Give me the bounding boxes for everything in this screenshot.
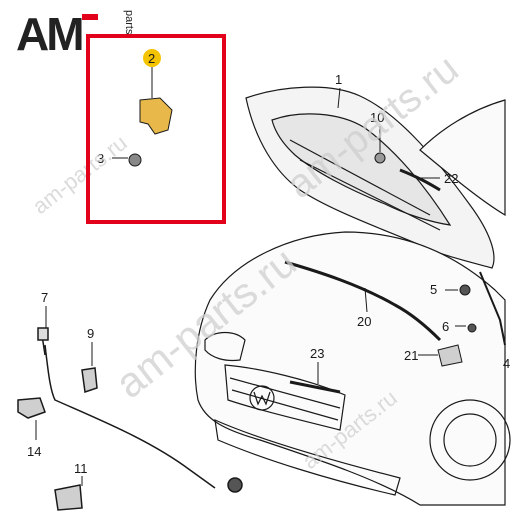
grommet-bottom xyxy=(227,477,243,493)
callout-10: 10 xyxy=(370,110,384,125)
callout-9: 9 xyxy=(87,326,94,341)
car-body xyxy=(194,86,511,506)
callout-1: 1 xyxy=(335,72,342,87)
callout-2-badge xyxy=(143,49,161,67)
highlight-frame xyxy=(86,34,226,224)
leader-lines xyxy=(35,66,466,486)
bumper-stop-10 xyxy=(374,152,386,164)
am-parts-logo: AM parts xyxy=(14,8,144,60)
headlight-left xyxy=(204,331,246,362)
lower-bumper xyxy=(214,419,401,496)
callout-6: 6 xyxy=(442,319,449,334)
logo-accent-bar xyxy=(82,14,98,20)
clip-9 xyxy=(81,367,98,393)
vw-emblem xyxy=(249,385,275,411)
logo-letters: AM xyxy=(16,8,82,58)
callout-2: 2 xyxy=(148,51,155,66)
callout-22: 22 xyxy=(444,171,458,186)
gas-strut xyxy=(479,271,506,346)
front-body xyxy=(194,231,506,506)
callout-5: 5 xyxy=(430,282,437,297)
callout-21: 21 xyxy=(404,348,418,363)
hood-inner xyxy=(271,113,452,226)
grille xyxy=(224,364,346,431)
cable-clip-7 xyxy=(37,327,49,341)
nut-part-3 xyxy=(128,153,142,167)
grommet-5 xyxy=(459,284,471,296)
release-cable xyxy=(17,327,243,511)
logo-graphic: AM parts xyxy=(16,8,135,60)
callout-20: 20 xyxy=(357,314,371,329)
logo-sub: parts xyxy=(123,10,135,35)
hood-bracket-part-2 xyxy=(139,97,173,135)
callout-14: 14 xyxy=(27,444,41,459)
front-wheel xyxy=(429,399,511,481)
fastener-6 xyxy=(467,323,477,333)
strip-23 xyxy=(289,380,341,394)
hood-seal-20 xyxy=(284,260,442,342)
seal-22 xyxy=(399,168,441,192)
callout-7: 7 xyxy=(41,290,48,305)
callout-labels: 1 2 3 10 22 5 6 4 7 9 14 11 20 21 23 xyxy=(27,49,510,476)
callout-3: 3 xyxy=(97,151,104,166)
part-2-group xyxy=(128,97,173,167)
callout-23: 23 xyxy=(310,346,324,361)
latch-11 xyxy=(54,484,83,511)
bracket-21 xyxy=(437,344,463,367)
callout-4: 4 xyxy=(503,356,510,371)
windshield xyxy=(419,99,506,217)
callout-11: 11 xyxy=(74,461,88,476)
release-lever-14 xyxy=(17,397,46,419)
